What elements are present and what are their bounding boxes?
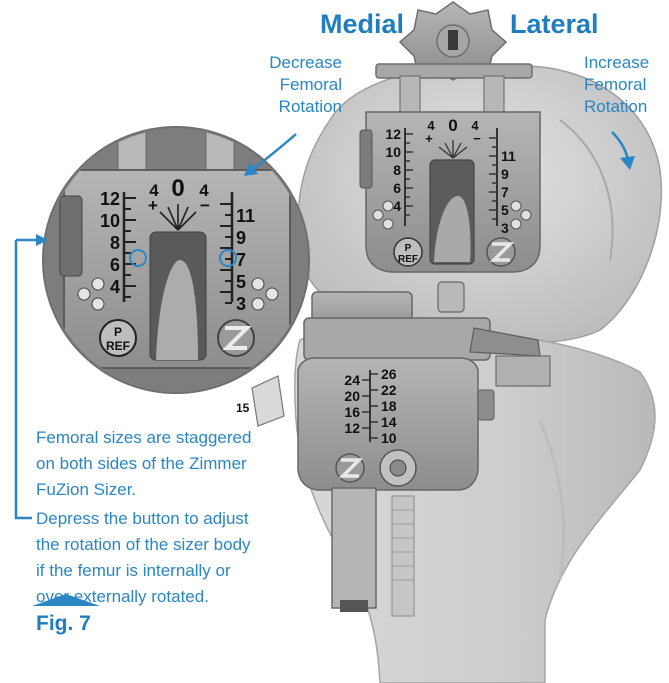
main-right-size-11: 11 (501, 148, 516, 164)
tibial-right-size-10: 10 (381, 430, 397, 446)
main-plus-sign: + (425, 131, 433, 146)
zoom-left-size-8: 8 (110, 233, 120, 253)
zoom-plus-sign: + (148, 196, 158, 215)
main-left-size-12: 12 (385, 126, 401, 142)
zoom-left-size-10: 10 (100, 211, 120, 231)
main-right-size-7: 7 (501, 184, 509, 200)
tibial-left-size-20: 20 (344, 388, 360, 404)
tibial-left-size-12: 12 (344, 420, 360, 436)
decrease-line-2: Femoral (248, 74, 342, 96)
zoom-right-size-9: 9 (236, 228, 246, 248)
main-p-label: P (405, 243, 412, 254)
zoom-right-size-11: 11 (236, 206, 255, 226)
tibial-right-size-22: 22 (381, 382, 397, 398)
stagger-note-line-3: FuZion Sizer. (36, 477, 306, 503)
zoom-left-size-6: 6 (110, 255, 120, 275)
tibial-right-size-18: 18 (381, 398, 397, 414)
zoom-right-size-7: 7 (236, 250, 246, 270)
decrease-rotation-callout: Decrease Femoral Rotation (248, 52, 342, 118)
button-note-line-3: if the femur is internally or (36, 558, 326, 584)
increase-rotation-callout: Increase Femoral Rotation (584, 52, 668, 118)
button-note-line-1: Depress the button to adjust (36, 506, 326, 532)
zoom-center-zero: 0 (171, 175, 184, 202)
button-note-line-2: the rotation of the sizer body (36, 532, 326, 558)
tibial-left-size-24: 24 (344, 372, 360, 388)
decrease-line-3: Rotation (248, 96, 342, 118)
main-left-size-8: 8 (393, 162, 401, 178)
main-right-size-9: 9 (501, 166, 509, 182)
main-left-size-6: 6 (393, 180, 401, 196)
tibial-right-size-26: 26 (381, 366, 397, 382)
zoom-ref-label: REF (106, 339, 130, 353)
figure-label: Fig. 7 (36, 612, 91, 636)
increase-line-1: Increase (584, 52, 668, 74)
stagger-note-line-2: on both sides of the Zimmer (36, 451, 306, 477)
zoom-left-size-12: 12 (100, 189, 120, 209)
main-right-size-5: 5 (501, 202, 509, 218)
zoom-right-size-5: 5 (236, 272, 246, 292)
lateral-heading: Lateral (510, 9, 599, 40)
zoom-left-size-4: 4 (110, 277, 120, 297)
stagger-note-line-1: Femoral sizes are staggered (36, 425, 306, 451)
zoom-minus-sign: − (200, 196, 210, 215)
main-left-size-4: 4 (393, 198, 401, 214)
zoom-p-label: P (114, 325, 122, 339)
button-note-line-4: over externally rotated. (36, 584, 326, 610)
increase-line-3: Rotation (584, 96, 668, 118)
tibial-side-size-15: 15 (236, 401, 250, 415)
main-right-size-3: 3 (501, 220, 509, 236)
zoom-right-size-3: 3 (236, 294, 246, 314)
decrease-line-1: Decrease (248, 52, 342, 74)
stagger-note: Femoral sizes are staggered on both side… (36, 425, 306, 503)
tibial-left-size-16: 16 (344, 404, 360, 420)
main-minus-sign: − (473, 131, 481, 146)
medial-heading: Medial (320, 9, 404, 40)
sizer-stem (332, 488, 376, 608)
main-left-size-10: 10 (385, 144, 401, 160)
main-ref-label: REF (398, 254, 418, 265)
increase-line-2: Femoral (584, 74, 668, 96)
main-center-zero: 0 (448, 116, 457, 135)
sizer-top-bar (376, 64, 532, 78)
tibial-right-size-14: 14 (381, 414, 397, 430)
button-note: Depress the button to adjust the rotatio… (36, 506, 326, 610)
